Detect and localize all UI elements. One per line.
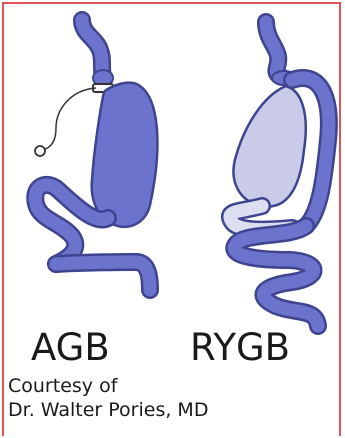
surgery-diagram bbox=[0, 0, 345, 370]
rygb-remnant bbox=[234, 86, 306, 207]
credit-line-2: Dr. Walter Pories, MD bbox=[8, 398, 208, 422]
agb-port bbox=[35, 146, 45, 156]
agb-label: AGB bbox=[31, 326, 110, 369]
credit-line-1: Courtesy of bbox=[8, 374, 117, 398]
rygb-illustration bbox=[230, 22, 329, 326]
agb-illustration bbox=[35, 20, 157, 290]
agb-stomach bbox=[92, 83, 158, 227]
rygb-label: RYGB bbox=[190, 326, 290, 369]
agb-tube bbox=[42, 88, 96, 150]
